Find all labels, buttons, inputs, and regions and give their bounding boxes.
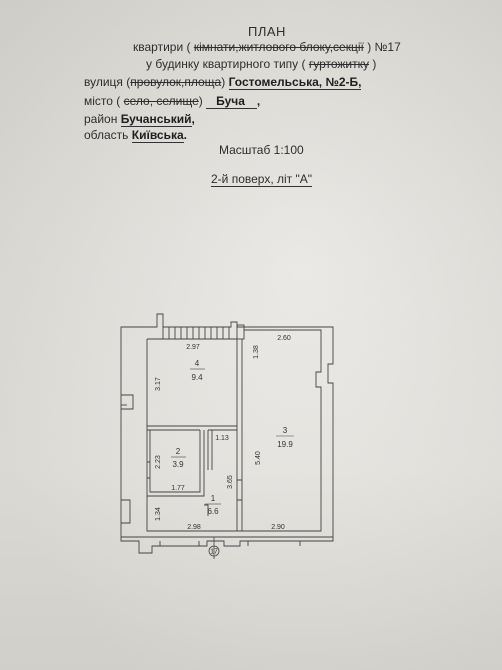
region-label: область (84, 128, 129, 142)
dimension-3-17: 3.17 (155, 377, 162, 391)
apartment-line: квартири ( кімнати,житлового блоку,секці… (133, 40, 401, 54)
dimension-3-65: 3.65 (227, 475, 234, 489)
room-2: 2 3.9 (171, 447, 186, 469)
street-strikethrough: провулок,площа (130, 75, 222, 89)
city-close: ) (198, 94, 203, 108)
dimension-2-60: 2.60 (277, 335, 291, 342)
street-value: Гостомельська, №2-Б, (228, 75, 362, 90)
room-4: 4 9.4 (190, 359, 205, 382)
room-1-number: 1 (211, 494, 216, 503)
room-3: 3 19.9 (276, 426, 294, 449)
room-4-area: 9.4 (191, 373, 203, 382)
district-label: район (84, 112, 118, 126)
room-3-area: 19.9 (277, 440, 293, 449)
apartment-marker-label: 17 (210, 549, 218, 556)
street-close: ) (221, 75, 226, 89)
dimension-1-13: 1.13 (215, 435, 229, 442)
district-line: район Бучанський, (84, 112, 195, 127)
dimension-1-77: 1.77 (171, 485, 185, 492)
district-comma: , (191, 112, 195, 126)
floor-label: 2-й поверх, літ "А" (211, 172, 313, 187)
dimension-2-90: 2.90 (271, 524, 285, 531)
room-2-number: 2 (176, 447, 181, 456)
room-1-area: 6.6 (207, 507, 219, 516)
building-type-suffix: ) (372, 57, 377, 71)
dimension-5-40: 5.40 (255, 451, 262, 465)
region-dot: . (183, 128, 188, 142)
room-3-number: 3 (283, 426, 288, 435)
region-value: Київська (131, 128, 184, 143)
dimension-2-97: 2.97 (186, 344, 200, 351)
dimension-1-38: 1.38 (253, 345, 260, 359)
region-line: область Київська. (84, 128, 188, 143)
room-2-area: 3.9 (172, 460, 184, 469)
building-type-strikethrough: гуртожитку (308, 57, 370, 71)
building-type-line: у будинку квартирного типу ( гуртожитку … (146, 57, 376, 71)
district-value: Бучанський (120, 112, 192, 127)
plan-walls (120, 313, 334, 554)
room-4-number: 4 (195, 359, 200, 368)
scale-label: Масштаб 1:100 (219, 143, 304, 157)
city-line: місто ( село, селище) Буча, (84, 94, 261, 109)
apartment-prefix: квартири ( (133, 40, 191, 54)
city-strikethrough: село, селище (123, 94, 199, 108)
street-line: вулиця (провулок,площа) Гостомельська, №… (84, 75, 362, 90)
apartment-strikethrough: кімнати,житлового блоку,секції (193, 40, 364, 54)
city-comma: , (256, 94, 261, 108)
street-label: вулиця ( (84, 75, 131, 89)
apartment-number: ) №17 (367, 40, 401, 54)
city-label: місто ( (84, 94, 121, 108)
document-title: ПЛАН (248, 24, 286, 39)
apartment-marker: 17 (208, 537, 220, 559)
city-value: Буча (206, 94, 257, 109)
dimension-1-34: 1.34 (155, 507, 162, 521)
room-1: 1 6.6 (205, 494, 221, 516)
dimension-2-23: 2.23 (155, 455, 162, 469)
building-type-prefix: у будинку квартирного типу ( (146, 57, 306, 71)
dimension-2-98: 2.98 (187, 524, 201, 531)
